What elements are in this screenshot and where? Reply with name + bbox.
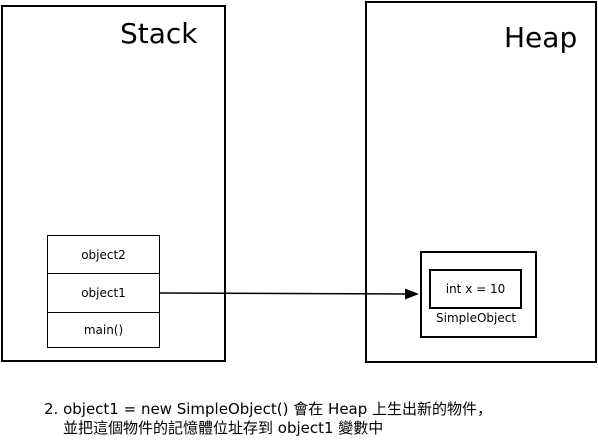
stack-frame-main: main() <box>47 312 160 348</box>
reference-arrow-line <box>159 292 409 295</box>
heap-title: Heap <box>504 21 578 54</box>
stack-frame-object1: object1 <box>47 273 160 313</box>
heap-object-field: int x = 10 <box>429 269 522 309</box>
reference-arrow-head <box>405 288 419 300</box>
stack-title: Stack <box>120 17 198 50</box>
caption-line-1: 2. object1 = new SimpleObject() 會在 Heap … <box>44 400 493 418</box>
caption-line-2: 並把這個物件的記憶體位址存到 object1 變數中 <box>63 419 384 437</box>
heap-object-class-name: SimpleObject <box>436 311 517 325</box>
